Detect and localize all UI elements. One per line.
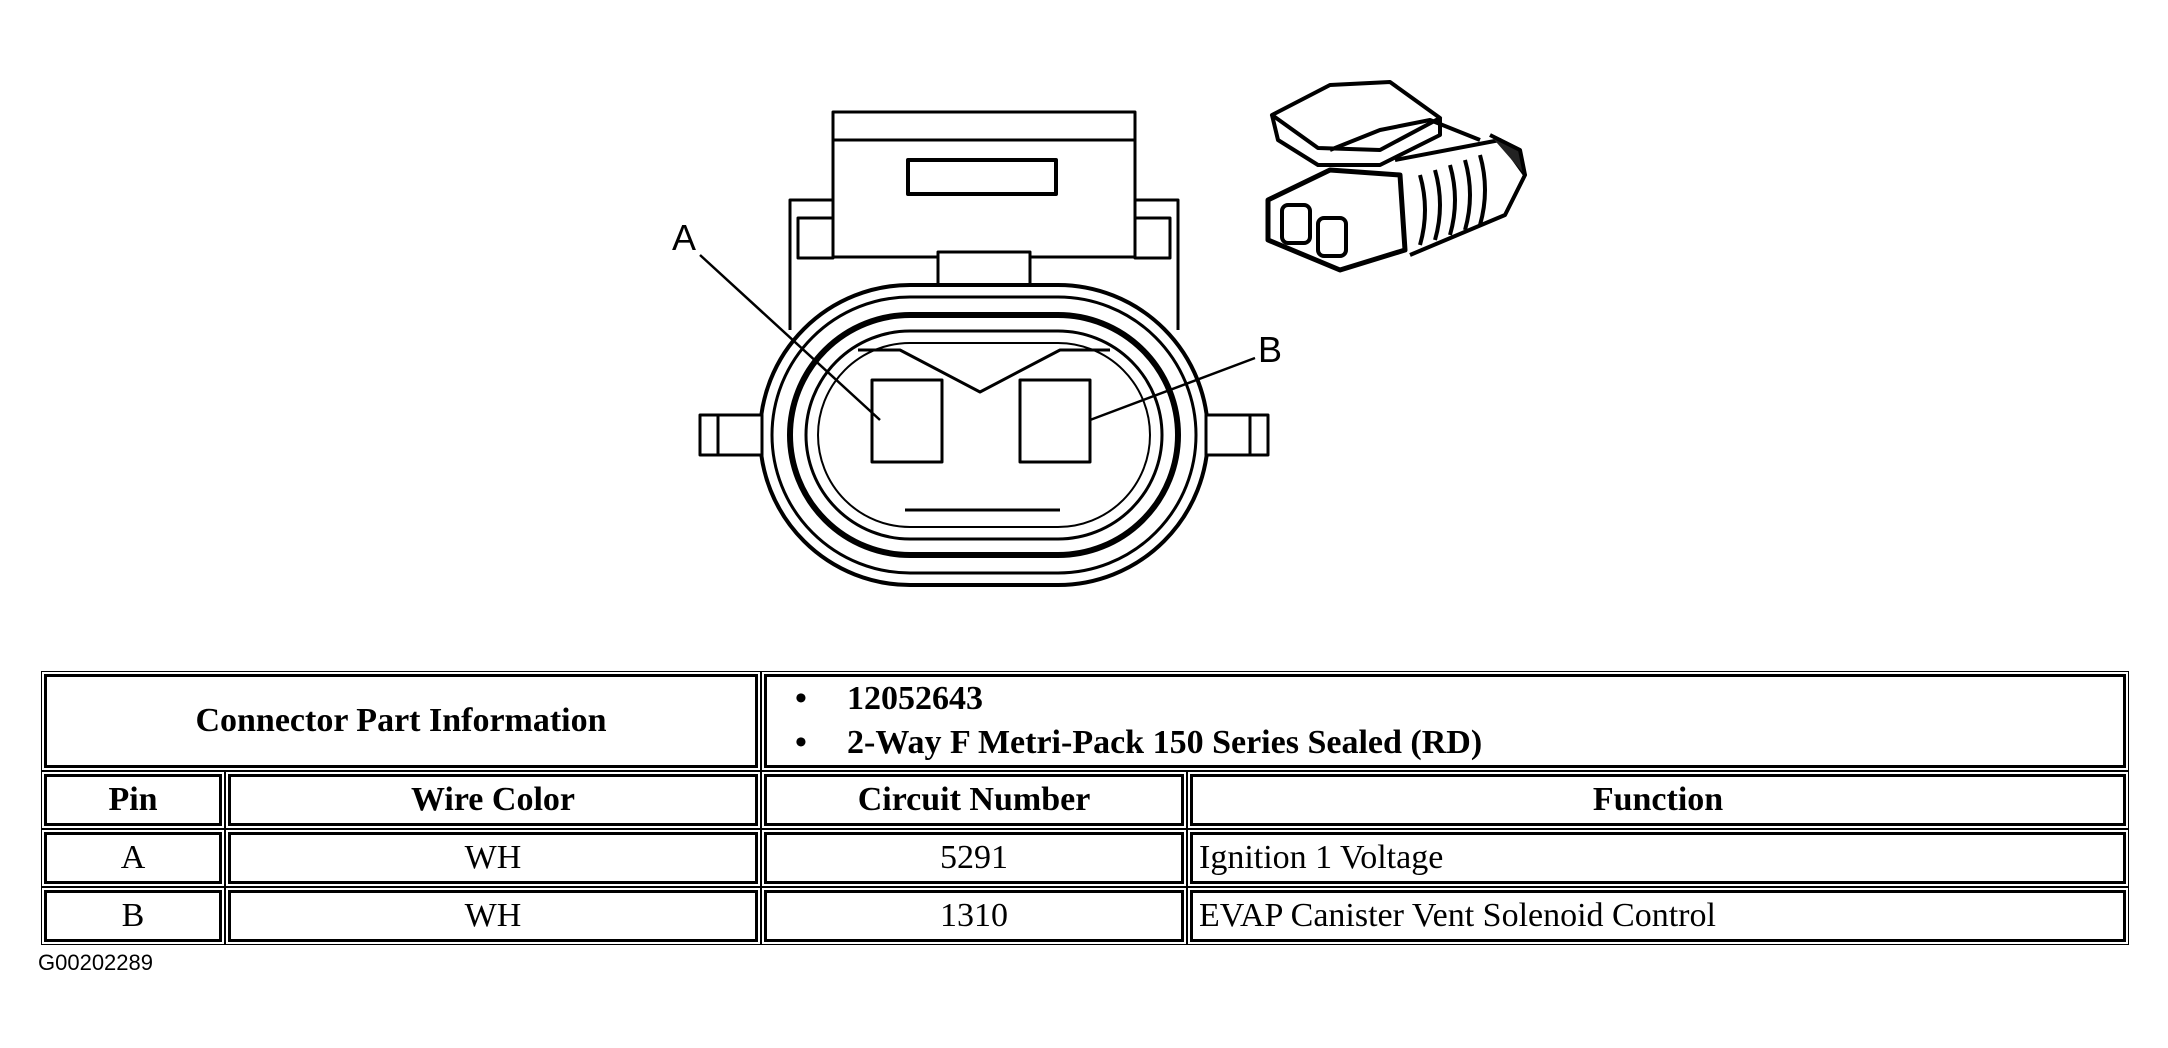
left-tab: [698, 413, 764, 457]
cell-wire-color: WH: [225, 887, 761, 945]
table-row: A WH 5291 Ignition 1 Voltage: [41, 829, 2129, 887]
table-header-row: Pin Wire Color Circuit Number Function: [41, 771, 2129, 829]
connector-description: 2-Way F Metri-Pack 150 Series Sealed (RD…: [795, 721, 2115, 765]
right-tab: [1204, 413, 1270, 457]
cell-function: EVAP Canister Vent Solenoid Control: [1187, 887, 2129, 945]
latch-housing: [831, 110, 1137, 259]
cell-wire-color: WH: [225, 829, 761, 887]
connector-table: Connector Part Information 12052643 2-Wa…: [38, 668, 2132, 948]
part-number: 12052643: [795, 677, 2115, 721]
cell-pin: A: [41, 829, 225, 887]
connector-part-info-label: Connector Part Information: [41, 671, 761, 771]
connector-iso-view: [1265, 80, 1527, 273]
latch-window: [906, 158, 1058, 196]
figure-id: G00202289: [38, 950, 153, 975]
header-function: Function: [1187, 771, 2129, 829]
pin-cavity-b: [1018, 378, 1092, 464]
cell-circuit-number: 5291: [761, 829, 1187, 887]
connector-diagram: A B: [672, 80, 1527, 587]
header-circuit-number: Circuit Number: [761, 771, 1187, 829]
cell-pin: B: [41, 887, 225, 945]
header-pin: Pin: [41, 771, 225, 829]
cell-circuit-number: 1310: [761, 887, 1187, 945]
pin-cavity-a: [870, 378, 944, 464]
connector-part-info-values: 12052643 2-Way F Metri-Pack 150 Series S…: [761, 671, 2129, 771]
header-wire-color: Wire Color: [225, 771, 761, 829]
cell-function: Ignition 1 Voltage: [1187, 829, 2129, 887]
pin-label-a: A: [672, 217, 696, 258]
pin-label-b: B: [1258, 329, 1282, 370]
table-row: B WH 1310 EVAP Canister Vent Solenoid Co…: [41, 887, 2129, 945]
